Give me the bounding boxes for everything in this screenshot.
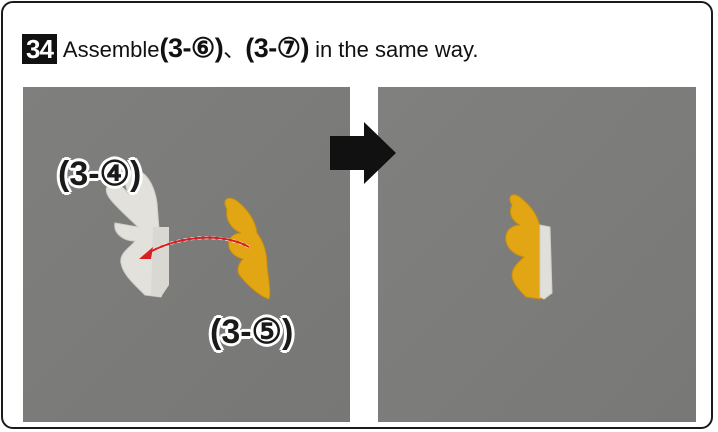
part-ref-2: (3-⑦) [245, 33, 309, 63]
curved-red-arrow-icon [139, 236, 250, 259]
after-photo [378, 87, 696, 422]
instruction-text-before: Assemble [62, 37, 160, 62]
right-arrow-icon [330, 122, 396, 184]
before-photo-scene [23, 87, 350, 422]
assembled-paper-piece [505, 194, 553, 300]
before-photo: (3-④) (3-⑤) [23, 87, 350, 422]
instruction-text-after: in the same way. [315, 37, 479, 62]
part-label-3-5: (3-⑤) [210, 313, 294, 351]
after-photo-scene [378, 87, 696, 422]
part-ref-1: (3-⑥) [159, 33, 224, 63]
step-number-badge: 34 [22, 34, 57, 64]
part-label-3-4: (3-④) [58, 155, 142, 193]
step-instruction: Assemble(3-⑥)、(3-⑦) in the same way. [63, 33, 479, 65]
white-paper-piece [105, 169, 169, 298]
yellow-paper-piece [224, 197, 271, 300]
step-header: 34 Assemble(3-⑥)、(3-⑦) in the same way. [22, 32, 479, 66]
ref-separator: 、 [223, 37, 246, 62]
